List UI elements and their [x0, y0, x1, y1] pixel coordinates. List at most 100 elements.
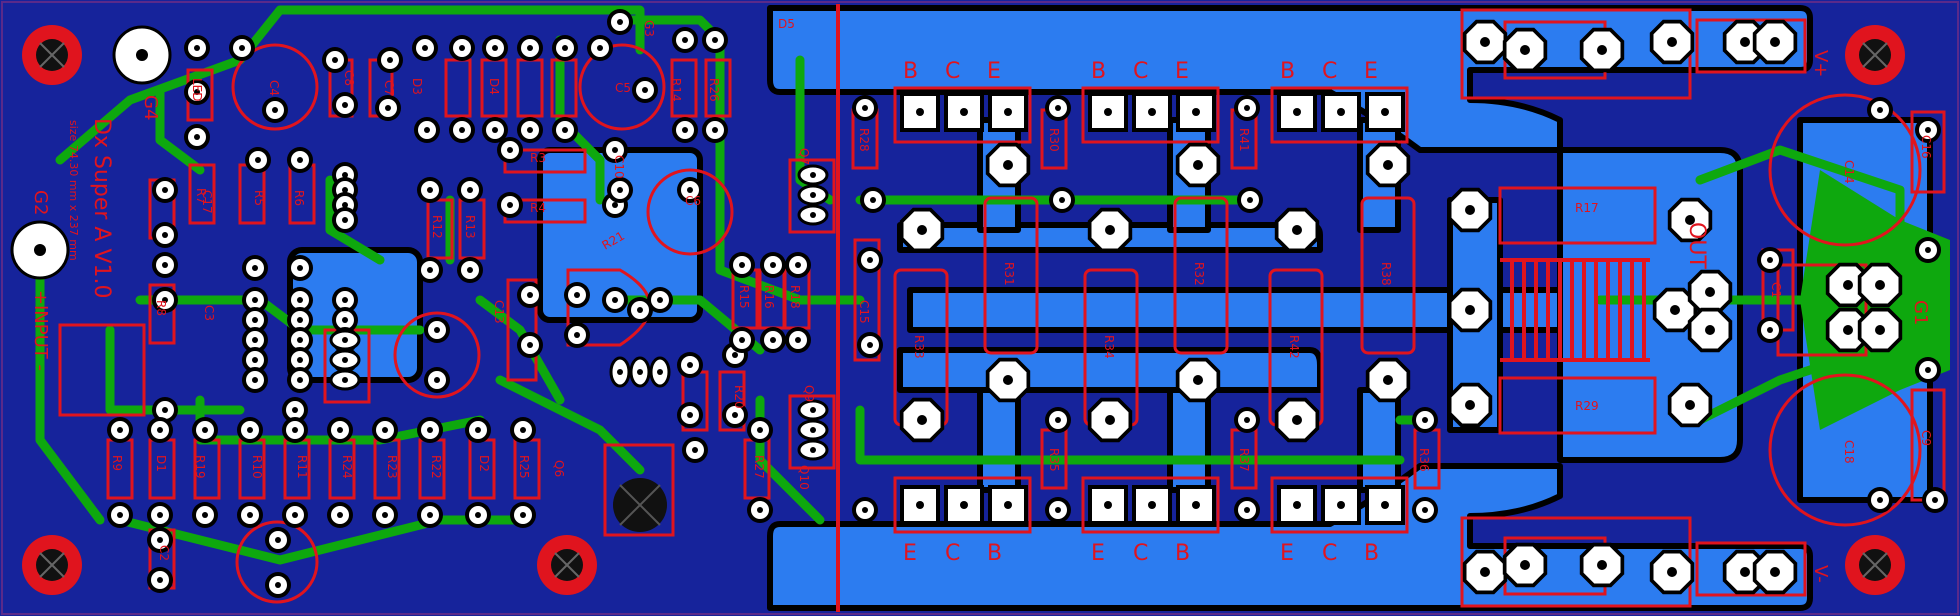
refdes-r24: R24: [340, 455, 354, 479]
refdes-c18: C18: [1842, 440, 1856, 464]
board-size-label: size 74.30 mm x 237 mm: [67, 120, 80, 261]
refdes-d1: D1: [154, 455, 168, 472]
refdes-r42: R42: [1287, 335, 1301, 359]
pin-label-bottom: E: [1091, 541, 1105, 566]
mounting-holes: [10, 25, 1905, 595]
board-title: Dx Super A V1.0: [89, 118, 114, 298]
refdes-r8: R8: [154, 300, 168, 316]
pin-label-bottom: B: [1175, 541, 1190, 566]
refdes-q6: Q6: [552, 460, 566, 477]
refdes-c14: C14: [1842, 160, 1856, 184]
refdes-r15: R15: [737, 285, 751, 309]
input-plus-label: +: [30, 290, 51, 305]
pin-label-bottom: E: [903, 541, 917, 566]
refdes-c3: C3: [202, 305, 216, 321]
refdes-r41: R41: [1237, 128, 1251, 152]
refdes-r7: R7: [194, 188, 208, 204]
refdes-c13: C13: [492, 300, 506, 324]
pin-label-top: C: [1322, 59, 1337, 84]
g2-label: G2: [30, 190, 51, 215]
refdes-d5: D5: [778, 17, 795, 31]
refdes-r20: R20: [732, 385, 746, 409]
pin-label-bottom: B: [987, 541, 1002, 566]
refdes-c9: C9: [1919, 430, 1933, 446]
pin-label-bottom: E: [1280, 541, 1294, 566]
refdes-r35: R35: [1047, 448, 1061, 472]
pin-label-top: E: [1364, 59, 1378, 84]
input-label: INPUT -: [30, 305, 51, 371]
refdes-r31: R31: [1002, 262, 1016, 286]
refdes-r23: R23: [385, 455, 399, 479]
pin-label-top: B: [903, 59, 918, 84]
refdes-c2: C2: [157, 545, 171, 561]
refdes-r6: R6: [292, 190, 306, 206]
pin-label-top: C: [1133, 59, 1148, 84]
refdes-r17: R17: [1575, 201, 1599, 215]
v-minus-label: V-: [1810, 565, 1831, 583]
pin-label-bottom: C: [1133, 541, 1148, 566]
mount-hole-top-right: [1845, 25, 1905, 85]
refdes-r4: R4: [530, 201, 546, 215]
pin-label-bottom: B: [1364, 541, 1379, 566]
refdes-r3: R3: [530, 151, 546, 165]
refdes-r26: R26: [707, 78, 721, 102]
refdes-r16: R16: [762, 285, 776, 309]
refdes-r19: R19: [193, 455, 207, 479]
refdes-d2: D2: [477, 455, 491, 472]
out-label: OUT: [1684, 222, 1709, 269]
refdes-c4: C4: [267, 80, 281, 96]
pin-label-top: C: [945, 59, 960, 84]
refdes-r34: R34: [1102, 335, 1116, 359]
refdes-r9: R9: [110, 455, 124, 471]
refdes-r11: R11: [295, 455, 309, 479]
refdes-r28: R28: [857, 128, 871, 152]
refdes-r32: R32: [1192, 262, 1206, 286]
refdes-d4: D4: [487, 78, 501, 95]
pin-label-top: E: [987, 59, 1001, 84]
refdes-r38: R38: [1379, 262, 1393, 286]
refdes-q7: Q7: [797, 148, 811, 165]
refdes-r12: R12: [430, 215, 444, 239]
refdes-c5: C5: [615, 81, 631, 95]
mount-hole-bottom-left: [22, 535, 82, 595]
refdes-d3: D3: [410, 78, 424, 95]
refdes-c16: C16: [1919, 135, 1933, 159]
refdes-r10: R10: [250, 455, 264, 479]
pin-label-bottom: C: [945, 541, 960, 566]
refdes-r29: R29: [1575, 399, 1599, 413]
refdes-r37: R37: [1237, 448, 1251, 472]
refdes-c1: C1: [1769, 282, 1783, 298]
refdes-r33: R33: [912, 335, 926, 359]
pin-label-top: E: [1175, 59, 1189, 84]
mount-hole-bottom-mid: [537, 535, 597, 595]
led-label: LED: [190, 78, 204, 102]
refdes-r30: R30: [1047, 128, 1061, 152]
refdes-r14: R14: [669, 78, 683, 102]
refdes-c15: C15: [857, 300, 871, 324]
mount-hole-bottom-right: [1845, 535, 1905, 595]
v-plus-label: V+: [1810, 50, 1831, 77]
refdes-c8: C8: [342, 70, 356, 86]
refdes-r5: R5: [252, 190, 266, 206]
refdes-c6: C6: [685, 194, 701, 208]
refdes-r13: R13: [463, 215, 477, 239]
g4-label: G4: [140, 95, 161, 120]
component-pads: [107, 9, 1948, 598]
refdes-c7: C7: [382, 80, 396, 96]
refdes-r25: R25: [517, 455, 531, 479]
refdes-r36: R36: [1417, 448, 1431, 472]
refdes-q9: Q9: [802, 385, 816, 402]
g1-label: G1: [1910, 300, 1931, 325]
mount-hole-top-left: [22, 25, 82, 85]
pin-label-bottom: C: [1322, 541, 1337, 566]
refdes-r18: R18: [788, 285, 802, 309]
silkscreen-text: Dx Super A V1.0 size 74.30 mm x 237 mm G…: [30, 20, 1931, 583]
refdes-c17: C17: [200, 190, 214, 214]
g3-label: G3: [642, 20, 656, 37]
pin-label-top: B: [1091, 59, 1106, 84]
refdes-q10: Q10: [797, 465, 811, 490]
